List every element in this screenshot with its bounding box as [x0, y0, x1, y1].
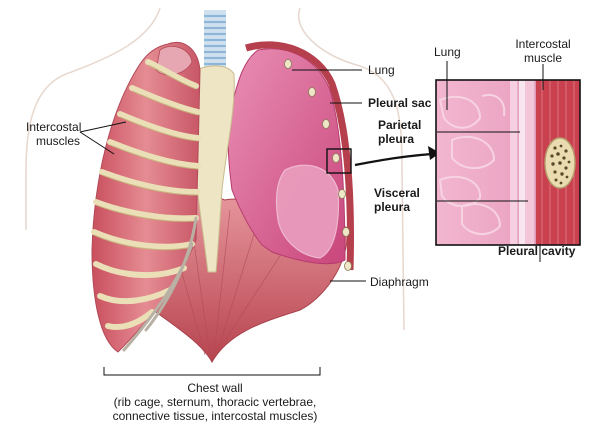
- callout-arrow: [354, 152, 433, 167]
- inset-label-lung: Lung: [434, 45, 461, 59]
- inset-label-pleural-cavity: Pleural cavity: [498, 244, 576, 258]
- pleural-sac-wall: [245, 41, 354, 271]
- pleura-inset: [436, 80, 580, 245]
- inset-label-parietal-pleura-line2: pleura: [378, 132, 415, 146]
- label-chest-wall: Chest wall: [187, 381, 243, 395]
- leader-lines: [79, 61, 544, 376]
- torso-outline: [25, 7, 405, 331]
- inset-label-visceral-pleura-line2: pleura: [374, 200, 411, 214]
- label-intercostal-muscles-line2: muscles: [36, 134, 81, 148]
- inset-label-parietal-pleura-line1: Parietal: [378, 118, 422, 132]
- rib-cross-sections: [284, 59, 352, 271]
- inset-label-intercostal-muscle-line1: Intercostal: [515, 37, 571, 51]
- magnify-box: [326, 148, 352, 174]
- inset-label-intercostal-muscle-line2: muscle: [523, 51, 562, 65]
- label-pleural-sac: Pleural sac: [368, 96, 432, 110]
- label-lung: Lung: [368, 63, 395, 77]
- label-chest-wall-detail-1: (rib cage, sternum, thoracic vertebrae,: [113, 395, 317, 409]
- ribs: [91, 59, 201, 330]
- label-diaphragm: Diaphragm: [370, 275, 429, 289]
- label-chest-wall-detail-2: connective tissue, intercostal muscles): [112, 409, 318, 423]
- inset-label-visceral-pleura-line1: Visceral: [374, 186, 420, 200]
- label-intercostal-muscles-line1: Intercostal: [26, 120, 82, 134]
- trachea: [204, 10, 226, 72]
